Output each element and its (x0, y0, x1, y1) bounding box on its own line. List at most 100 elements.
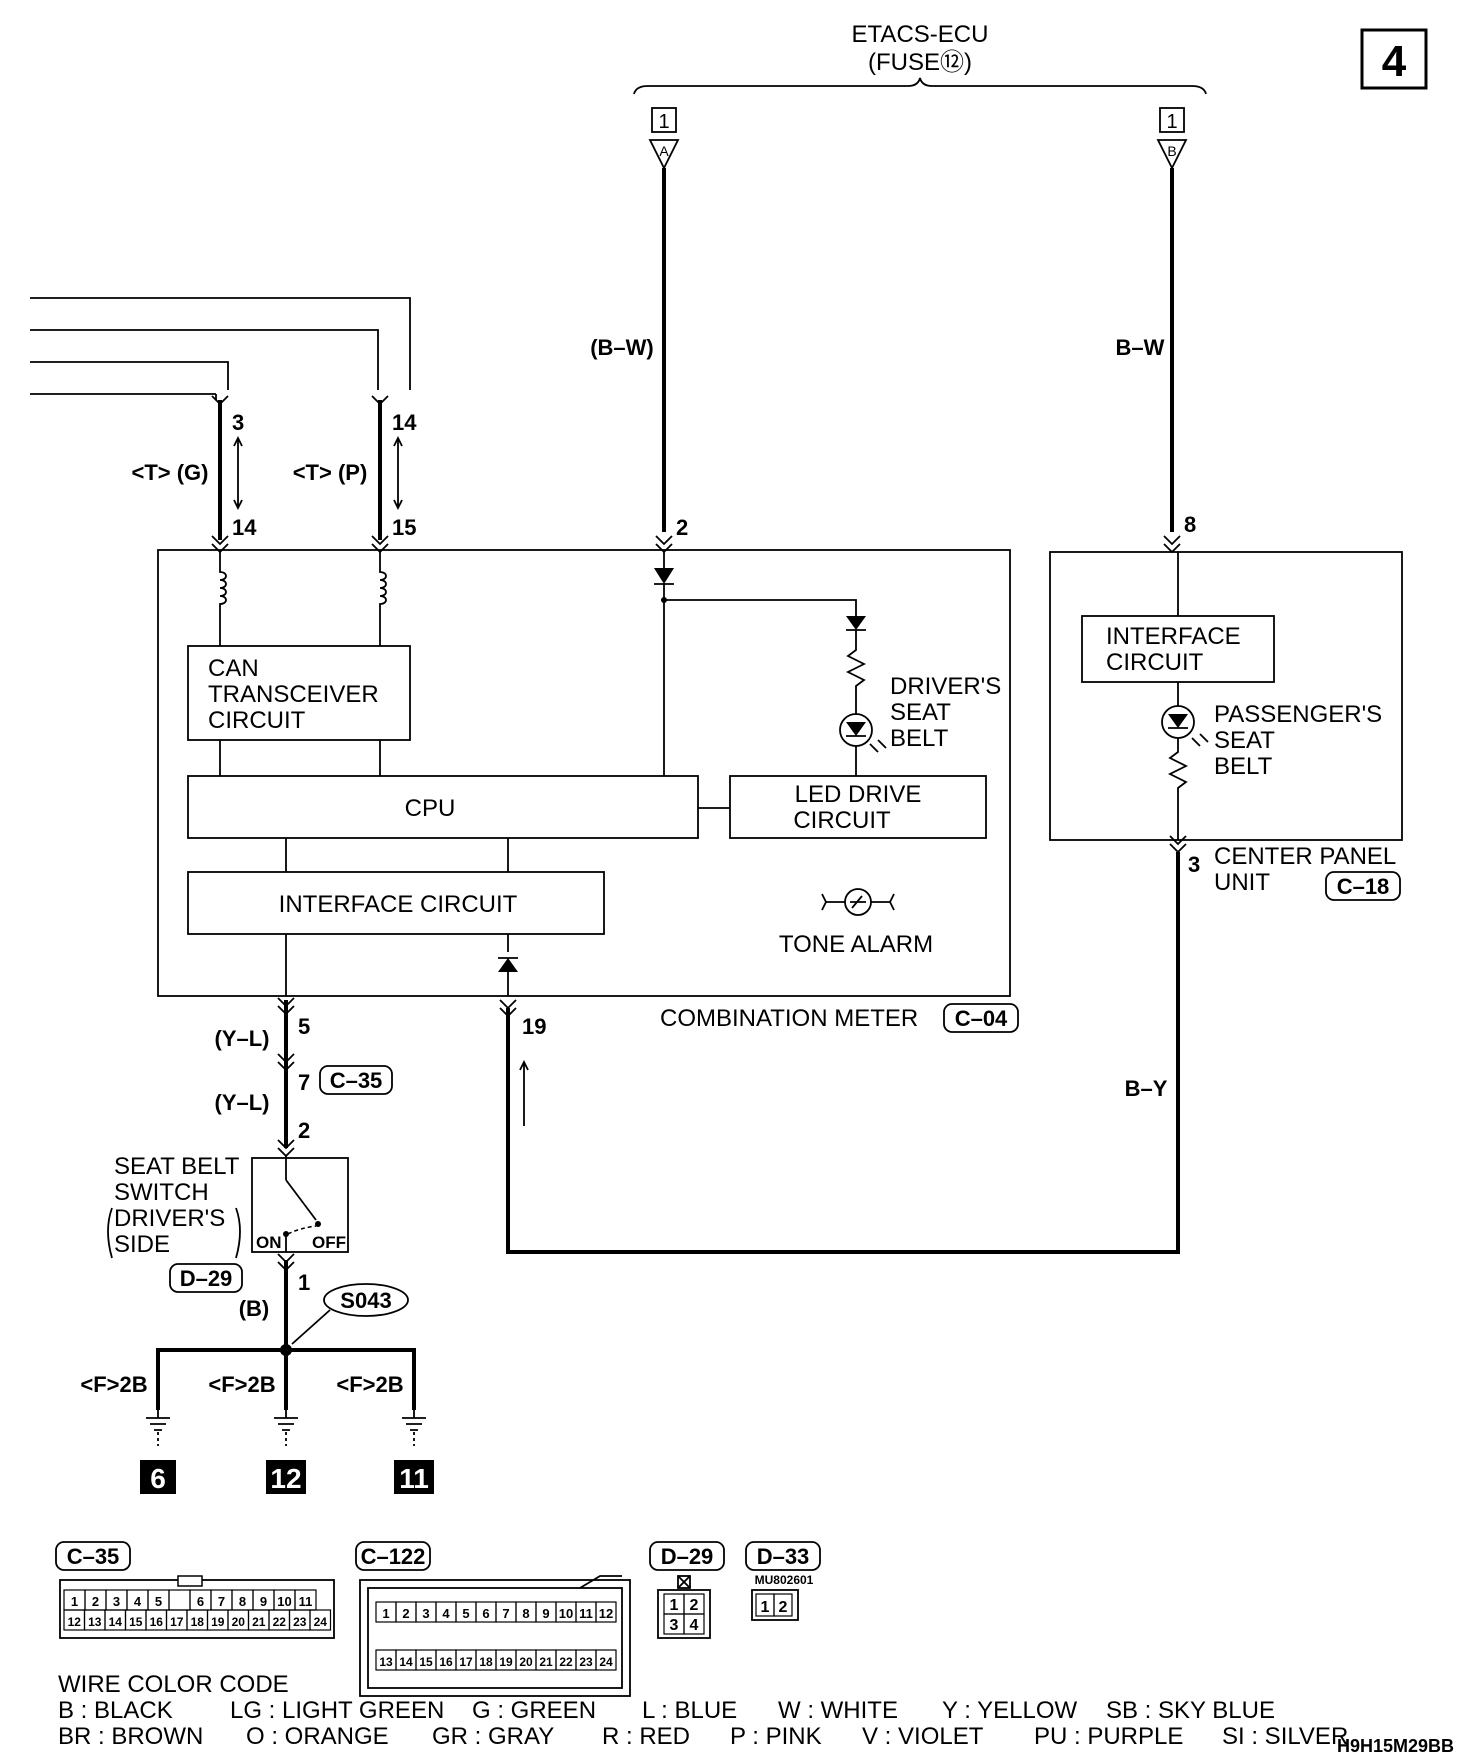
pin-7: 7 (298, 1070, 310, 1095)
seat-belt-switch-box (251, 1157, 349, 1253)
wire-label-b: (B) (239, 1296, 270, 1321)
c122-pin: 20 (519, 1655, 533, 1669)
pin-2-switch: 2 (298, 1118, 310, 1143)
d29-pin: 2 (690, 1597, 699, 1614)
wire-color-entry: R : RED (602, 1723, 690, 1750)
pin-1: 1 (298, 1270, 310, 1295)
c35-pin: 4 (134, 1594, 142, 1609)
c122-pin: 16 (439, 1655, 453, 1669)
interface-circuit-label: INTERFACE CIRCUIT (279, 891, 518, 918)
driver-led-circuit (654, 552, 887, 776)
connector-b-letter: B (1167, 143, 1176, 159)
d33-pin: 1 (761, 1599, 770, 1616)
diode-19 (498, 934, 518, 996)
c35-junction-label: C–35 (330, 1068, 383, 1093)
c35-pin: 14 (109, 1615, 123, 1629)
center-panel-label-1: CENTER PANEL (1214, 843, 1396, 870)
c35-pin: 9 (260, 1594, 267, 1609)
ground-11-label: 11 (399, 1463, 429, 1494)
wire-color-entry: O : ORANGE (246, 1723, 389, 1750)
wire-color-entry: L : BLUE (642, 1697, 737, 1724)
center-interface-label-1: INTERFACE (1106, 623, 1241, 650)
wire-label-by: B–Y (1125, 1076, 1168, 1101)
pin-2: 2 (676, 515, 688, 540)
c122-pin: 21 (539, 1655, 553, 1669)
c122-pin: 14 (399, 1655, 413, 1669)
switch-on-label: ON (256, 1233, 282, 1252)
ground-f2b-1: <F>2B (80, 1372, 147, 1397)
wire-label-yl-1: (Y–L) (215, 1026, 270, 1051)
switch-connector-label: D–29 (180, 1266, 233, 1291)
c35-pin: 2 (92, 1594, 99, 1609)
ground-point-11: 11 (394, 1460, 434, 1494)
connector-a-top: 1 A (648, 107, 680, 171)
seat-belt-switch-label-3: DRIVER'S (114, 1205, 225, 1232)
wire-color-entry: G : GREEN (472, 1697, 596, 1724)
c122-pin: 11 (579, 1606, 593, 1621)
switch-contacts (283, 1156, 321, 1252)
c122-pin: 2 (402, 1606, 409, 1621)
pin-3-center: 3 (1188, 852, 1200, 877)
pin-14-top: 14 (392, 410, 417, 435)
switch-off-label: OFF (312, 1233, 346, 1252)
c35-pin: 21 (252, 1615, 266, 1629)
c35-pin: 12 (68, 1615, 82, 1629)
wire-label-t-g: <T> (G) (131, 460, 208, 485)
c122-pin: 1 (382, 1606, 389, 1621)
c35-pin: 6 (197, 1594, 204, 1609)
center-panel-connector: C–18 (1337, 874, 1390, 899)
c35-pin: 3 (113, 1594, 120, 1609)
etacs-ecu-header: ETACS-ECU (FUSE⑫) (633, 21, 1207, 95)
c35-pin: 5 (155, 1594, 162, 1609)
c35-pin: 23 (293, 1615, 307, 1629)
wire-color-entry: V : VIOLET (862, 1723, 984, 1750)
c122-pin: 13 (379, 1655, 393, 1669)
c35-pin: 10 (277, 1594, 291, 1609)
combination-meter-connector-box (943, 1003, 1019, 1033)
seat-belt-switch-label-2: SWITCH (114, 1179, 209, 1206)
passenger-seat-belt-1: PASSENGER'S (1214, 701, 1382, 728)
ground-bus (156, 1344, 416, 1410)
wire-color-entry: SI : SILVER (1222, 1723, 1348, 1750)
center-panel-connector-box (1325, 871, 1401, 901)
seat-belt-switch-label-4: SIDE (114, 1231, 170, 1258)
inductor-coils (219, 552, 387, 646)
wire-label-bw-b: B–W (1116, 335, 1165, 360)
seat-belt-switch-label-1: SEAT BELT (114, 1153, 240, 1180)
can-transceiver-label-1: CAN (208, 655, 259, 682)
pin-5: 5 (298, 1014, 310, 1039)
center-panel-box (1049, 551, 1403, 841)
combination-meter-label: COMBINATION METER (660, 1005, 918, 1032)
wire-color-entry: B : BLACK (58, 1697, 173, 1724)
connector-b-top: 1 B (1156, 107, 1188, 171)
d29-view-label: D–29 (661, 1544, 714, 1569)
d33-view-label: D–33 (757, 1544, 810, 1569)
c122-pin: 5 (462, 1606, 469, 1621)
c122-pin: 12 (599, 1606, 613, 1621)
c122-pin: 3 (422, 1606, 429, 1621)
c35-junction-box (319, 1065, 393, 1095)
drivers-seat-belt-2: SEAT (890, 699, 951, 726)
c35-pin: 19 (211, 1615, 225, 1629)
passenger-led-circuit (1161, 682, 1209, 840)
c122-pin: 17 (459, 1655, 473, 1669)
pin-3: 3 (232, 410, 244, 435)
ground-symbols (146, 1410, 426, 1446)
c122-pin: 10 (559, 1606, 573, 1621)
d33-pin: 2 (779, 1599, 788, 1616)
wire-color-entry: LG : LIGHT GREEN (230, 1697, 444, 1724)
c122-pin: 4 (442, 1606, 450, 1621)
c122-pin: 7 (502, 1606, 509, 1621)
pin-19: 19 (522, 1014, 546, 1039)
wire-color-entry: PU : PURPLE (1034, 1723, 1183, 1750)
c35-pin: 1 (71, 1594, 78, 1609)
center-interface-label-2: CIRCUIT (1106, 649, 1204, 676)
led-drive-label-1: LED DRIVE (795, 781, 922, 808)
cpu-label: CPU (405, 795, 456, 822)
wire-color-entry: P : PINK (730, 1723, 822, 1750)
wire-color-entry: SB : SKY BLUE (1106, 1697, 1275, 1724)
connector-a-number: 1 (658, 111, 669, 133)
c35-pin: 17 (170, 1615, 184, 1629)
